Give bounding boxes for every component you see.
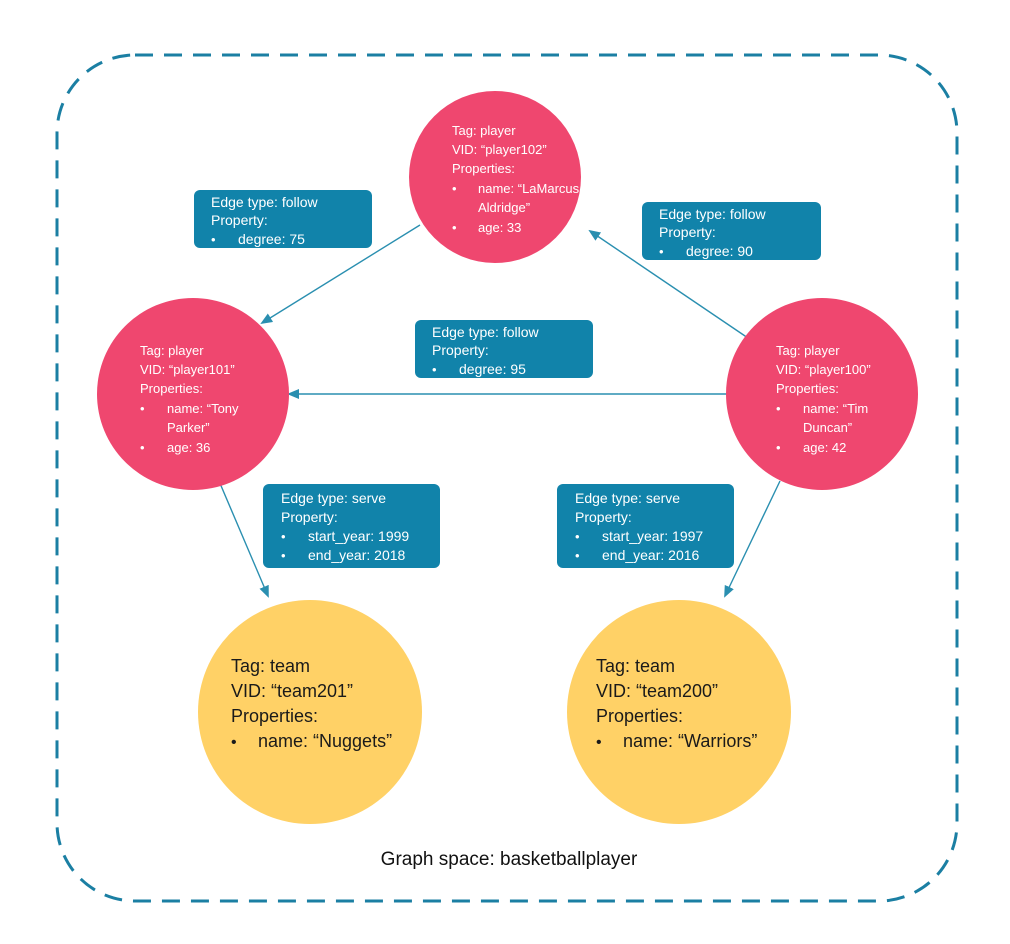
vertex-team201: Tag: team VID: “team201” Properties: • n…: [198, 600, 422, 824]
vertex-player102: Tag: player VID: “player102” Properties:…: [409, 91, 581, 263]
edge-line-serve-100-200: [724, 480, 781, 598]
bullet: •: [231, 734, 237, 751]
vertex-properties-title: Properties:: [452, 161, 515, 176]
edge-label-follow-90: Edge type: follow Property: • degree: 90: [642, 202, 821, 260]
vertex-property-value: name: “Tim: [803, 401, 868, 416]
bullet: •: [140, 440, 145, 455]
vertex-property-value: name: “Warriors”: [623, 731, 757, 751]
vertex-properties-title: Properties:: [231, 706, 318, 726]
vertex-vid: VID: “player102”: [452, 142, 547, 157]
vertex-player100: Tag: player VID: “player100” Properties:…: [726, 298, 918, 490]
bullet: •: [432, 362, 437, 377]
edge-label-serve-1999: Edge type: serve Property: • start_year:…: [263, 484, 440, 568]
edge-type-text: Edge type: follow: [659, 206, 767, 222]
vertex-property-value: age: 33: [478, 220, 521, 235]
vertex-properties-title: Properties:: [140, 381, 203, 396]
vertex-properties-title: Properties:: [596, 706, 683, 726]
vertex-property-value: age: 42: [803, 440, 846, 455]
vertex-property-value: Parker”: [167, 420, 210, 435]
bullet: •: [776, 440, 781, 455]
bullet: •: [659, 244, 664, 259]
edge-lines: [218, 224, 781, 598]
edge-property-text: Property:: [575, 509, 632, 525]
bullet: •: [140, 401, 145, 416]
vertex-tag: Tag: player: [140, 343, 204, 358]
vertex-property-value: name: “LaMarcus: [478, 181, 580, 196]
edge-property-text: Property:: [211, 212, 268, 228]
vertex-vid: VID: “team201”: [231, 681, 353, 701]
vertex-circle: [198, 600, 422, 824]
vertex-tag: Tag: team: [596, 656, 675, 676]
vertex-vid: VID: “player100”: [776, 362, 871, 377]
bullet: •: [281, 548, 286, 563]
vertex-vid: VID: “team200”: [596, 681, 718, 701]
edge-property-value: degree: 95: [459, 361, 526, 377]
edge-property-value: end_year: 2018: [308, 547, 406, 563]
edge-property-value: start_year: 1997: [602, 528, 703, 544]
edge-label-box: [415, 320, 593, 378]
vertex-circle: [409, 91, 581, 263]
vertex-tag: Tag: player: [776, 343, 840, 358]
bullet: •: [596, 734, 602, 751]
vertex-circle: [567, 600, 791, 824]
edge-property-value: end_year: 2016: [602, 547, 700, 563]
edge-property-value: start_year: 1999: [308, 528, 409, 544]
edge-type-text: Edge type: serve: [575, 490, 680, 506]
edge-label-box: [263, 484, 440, 568]
vertex-properties-title: Properties:: [776, 381, 839, 396]
edge-line-follow-100-102: [588, 229, 749, 339]
edge-label-box: [642, 202, 821, 260]
bullet: •: [776, 401, 781, 416]
edge-label-box: [557, 484, 734, 568]
edge-line-follow-102-101: [260, 224, 421, 325]
vertex-team200: Tag: team VID: “team200” Properties: • n…: [567, 600, 791, 824]
vertex-property-value: name: “Tony: [167, 401, 239, 416]
vertex-property-value: age: 36: [167, 440, 210, 455]
edge-label-box: [194, 190, 372, 248]
edge-label-serve-1997: Edge type: serve Property: • start_year:…: [557, 484, 734, 568]
vertex-vid: VID: “player101”: [140, 362, 235, 377]
vertex-property-value: name: “Nuggets”: [258, 731, 392, 751]
edge-property-text: Property:: [281, 509, 338, 525]
bullet: •: [575, 548, 580, 563]
vertex-tag: Tag: player: [452, 123, 516, 138]
vertex-player101: Tag: player VID: “player101” Properties:…: [97, 298, 289, 490]
edge-line-serve-101-201: [218, 480, 269, 598]
edge-property-text: Property:: [432, 342, 489, 358]
vertex-property-value: Aldridge”: [478, 200, 530, 215]
edge-property-value: degree: 90: [686, 243, 753, 259]
edge-type-text: Edge type: follow: [432, 324, 540, 340]
edge-type-text: Edge type: serve: [281, 490, 386, 506]
vertex-tag: Tag: team: [231, 656, 310, 676]
bullet: •: [452, 181, 457, 196]
edge-label-follow-95: Edge type: follow Property: • degree: 95: [415, 320, 593, 378]
bullet: •: [211, 232, 216, 247]
bullet: •: [575, 529, 580, 544]
graph-space-caption: Graph space: basketballplayer: [381, 849, 638, 870]
edge-label-follow-75: Edge type: follow Property: • degree: 75: [194, 190, 372, 248]
bullet: •: [452, 220, 457, 235]
edge-type-text: Edge type: follow: [211, 194, 319, 210]
vertex-circle: [726, 298, 918, 490]
edge-property-text: Property:: [659, 224, 716, 240]
vertex-circle: [97, 298, 289, 490]
vertex-property-value: Duncan”: [803, 420, 852, 435]
edge-property-value: degree: 75: [238, 231, 305, 247]
bullet: •: [281, 529, 286, 544]
